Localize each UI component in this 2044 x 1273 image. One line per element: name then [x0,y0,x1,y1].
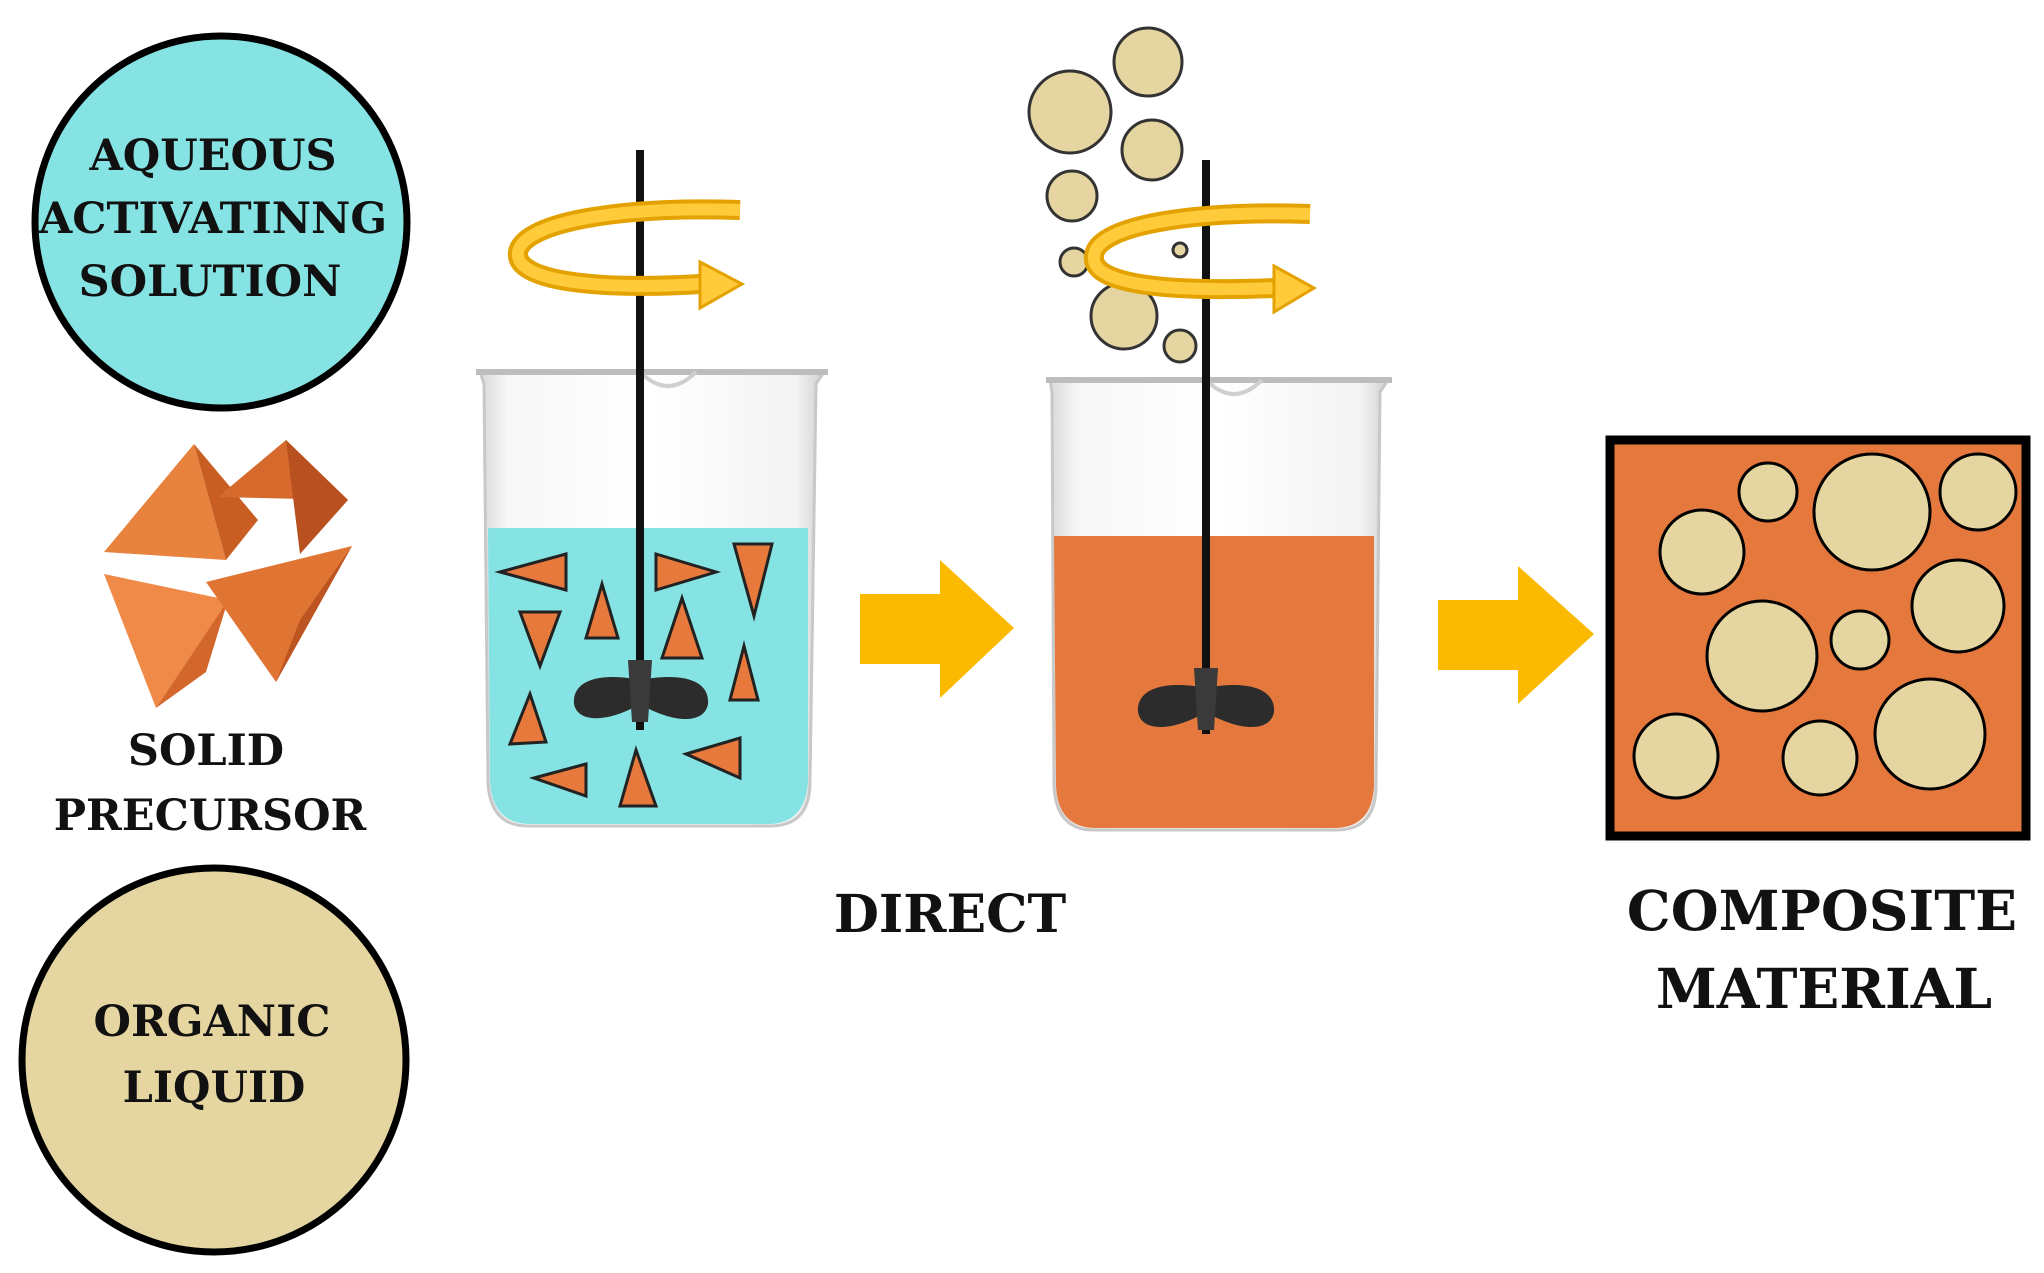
direct-step-label: DIRECT [834,884,1067,945]
stirring-rotation-icon [508,199,746,311]
organic-label-line-1: ORGANIC [94,997,331,1047]
process-arrow-2 [1438,566,1594,704]
stirring-rotation-icon-2 [1084,203,1318,315]
organic-label-line-2: LIQUID [123,1063,306,1113]
aqueous-solution-circle: AQUEOUS ACTIVATINNG SOLUTION [31,32,411,412]
process-arrow-1 [860,560,1014,698]
solid-label-line-1: SOLID [128,726,284,776]
composite-label-line-1: COMPOSITE [1627,878,2017,943]
aqueous-label-line-2: ACTIVATINNG [38,194,387,244]
solid-label-line-2: PRECURSOR [54,791,367,841]
aqueous-label-line-3: SOLUTION [79,257,342,307]
suspended-particles [494,542,774,808]
composite-label-line-2: MATERIAL [1656,956,1992,1021]
organic-liquid-circle: ORGANIC LIQUID [18,864,410,1256]
beaker-emulsion-mixing [1027,26,1392,832]
composite-material-block: COMPOSITE MATERIAL [1605,435,2031,1021]
solid-precursor-crystals-icon: SOLID PRECURSOR [54,440,367,841]
composite-pores [1632,452,2018,800]
beaker-aqueous-mixing [476,150,828,828]
aqueous-label-line-1: AQUEOUS [88,131,336,181]
